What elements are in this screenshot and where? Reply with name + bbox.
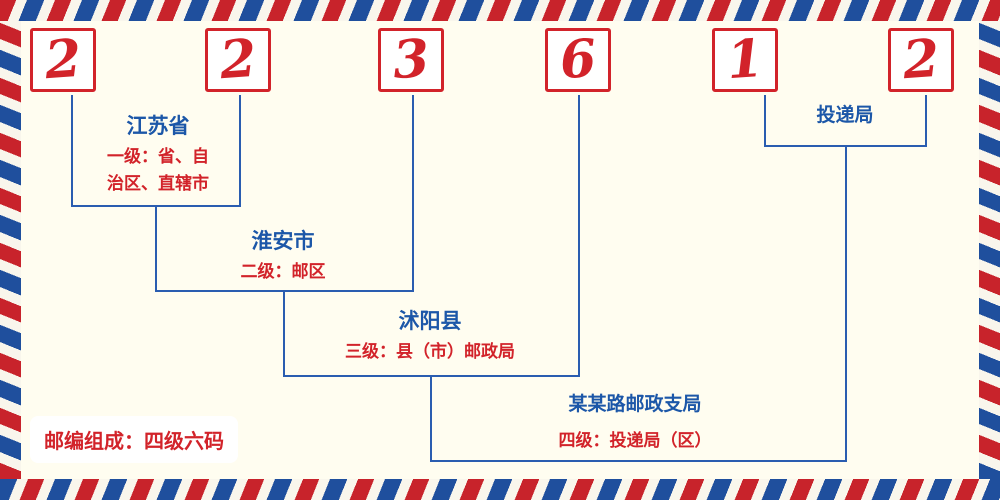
airmail-border-bottom <box>0 479 1000 500</box>
delivery-office-label: 投递局 <box>816 105 874 126</box>
connector-line-l2-right <box>412 95 414 290</box>
footer-note-text: 邮编组成：四级六码 <box>44 431 224 453</box>
footer-note: 邮编组成：四级六码 <box>30 416 238 463</box>
connector-line-l3-right <box>578 95 580 375</box>
digit-2: 2 <box>217 27 259 92</box>
connector-line-l2-left <box>155 205 157 290</box>
connector-line-l1-left <box>71 95 73 205</box>
level-1-desc-line2: 治区、直辖市 <box>107 173 209 193</box>
connector-line-l1-right <box>239 95 241 205</box>
digit-box-6: 2 <box>888 28 954 92</box>
connector-line-delivery-right <box>925 95 927 145</box>
airmail-border-right <box>979 21 1000 479</box>
connector-line-delivery-bottom <box>764 145 927 147</box>
level-4-desc: 四级：投递局（区） <box>558 430 712 450</box>
level-4-label: 某某路邮政支局 四级：投递局（区） <box>505 393 765 454</box>
airmail-border-top <box>0 0 1000 21</box>
airmail-border-left <box>0 21 21 479</box>
digit-5: 1 <box>724 27 766 92</box>
connector-line-l4-left <box>430 375 432 460</box>
connector-line-l4-bottom <box>430 460 847 462</box>
digit-3: 3 <box>390 27 432 92</box>
level-3-label: 沭阳县 三级：县（市）邮政局 <box>300 308 560 366</box>
level-2-name: 淮安市 <box>251 230 315 253</box>
digit-box-2: 2 <box>205 28 271 92</box>
level-3-desc: 三级：县（市）邮政局 <box>345 342 515 362</box>
digit-1: 2 <box>42 27 84 92</box>
level-1-label: 江苏省 一级：省、自 治区、直辖市 <box>78 113 238 197</box>
connector-line-delivery-left <box>764 95 766 145</box>
digit-box-1: 2 <box>30 28 96 92</box>
level-2-desc: 二级：邮区 <box>240 262 326 282</box>
digit-box-3: 3 <box>378 28 444 92</box>
level-4-name: 某某路邮政支局 <box>568 394 702 415</box>
digit-box-4: 6 <box>545 28 611 92</box>
level-2-label: 淮安市 二级：邮区 <box>203 228 363 286</box>
connector-line-l4-right <box>845 145 847 460</box>
level-1-desc-line1: 一级：省、自 <box>107 147 209 167</box>
connector-line-l3-left <box>283 290 285 375</box>
digit-4: 6 <box>557 27 599 92</box>
delivery-office-label-group: 投递局 <box>783 104 907 133</box>
level-3-name: 沭阳县 <box>398 310 462 333</box>
digit-box-5: 1 <box>712 28 778 92</box>
level-1-name: 江苏省 <box>126 115 190 138</box>
digit-6: 2 <box>900 27 942 92</box>
